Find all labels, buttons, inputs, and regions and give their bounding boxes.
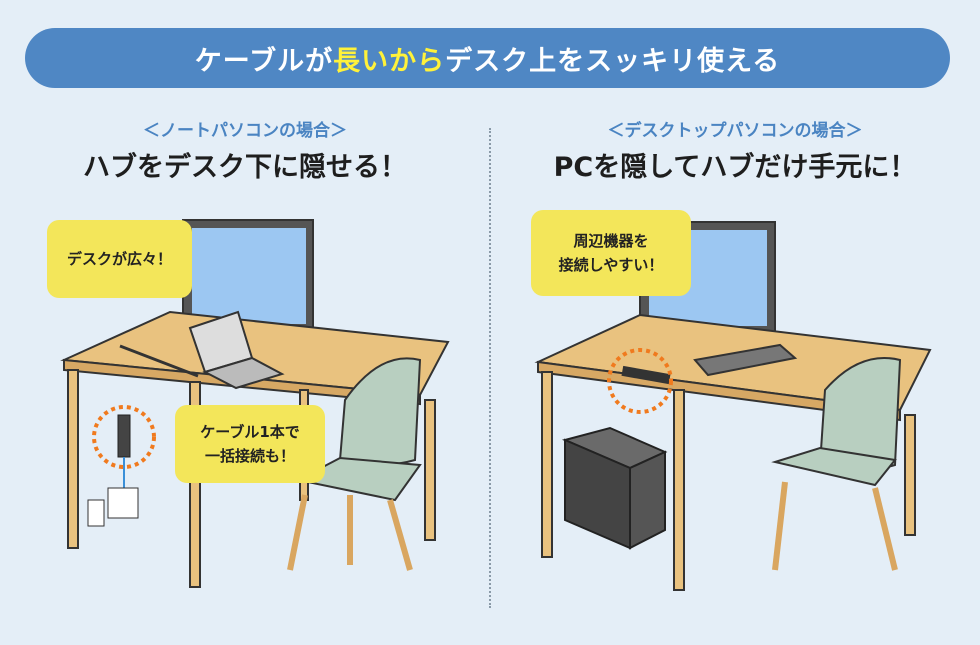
- laptop: [188, 310, 285, 390]
- bubble-text-line2: 一括接続も！: [204, 447, 295, 465]
- left-heading: ハブをデスク下に隠せる！: [83, 152, 407, 183]
- chair: [771, 357, 902, 571]
- hidden-hub: [87, 405, 156, 527]
- banner-text-post: デスク上をスッキリ使える: [445, 45, 781, 77]
- banner-text-pre: ケーブルが: [194, 45, 334, 77]
- speech-bubble-spacious: デスクが広々！: [47, 220, 192, 298]
- left-subtitle: ＜ノートパソコンの場合＞: [143, 121, 347, 141]
- right-heading: PCを隠してハブだけ手元に！: [553, 152, 917, 183]
- bubble-text-line1: ケーブル1本で: [200, 423, 300, 441]
- bubble-text: デスクが広々！: [66, 250, 172, 268]
- section-divider: [489, 128, 491, 608]
- speech-bubble-easy-connect: 周辺機器を接続しやすい！: [531, 210, 691, 296]
- banner-text-highlight: 長いから: [333, 45, 446, 77]
- cable: [119, 344, 199, 378]
- keyboard: [693, 343, 798, 377]
- bubble-text-line1: 周辺機器を: [573, 232, 649, 250]
- pc-tower: [561, 426, 668, 550]
- title-banner: ケーブルが長いからデスク上をスッキリ使える: [25, 28, 950, 88]
- chair: [287, 357, 422, 571]
- speech-bubble-one-cable: ケーブル1本で一括接続も！: [175, 405, 325, 483]
- monitor: [182, 219, 314, 345]
- right-subtitle: ＜デスクトップパソコンの場合＞: [607, 121, 863, 141]
- desktop-pc-illustration: [534, 221, 932, 591]
- laptop-desk-illustration: [60, 219, 450, 588]
- highlight-ring: [607, 348, 673, 414]
- highlight-ring: [92, 405, 156, 469]
- hub-on-desk: [607, 348, 673, 414]
- bubble-text-line2: 接続しやすい！: [558, 256, 664, 274]
